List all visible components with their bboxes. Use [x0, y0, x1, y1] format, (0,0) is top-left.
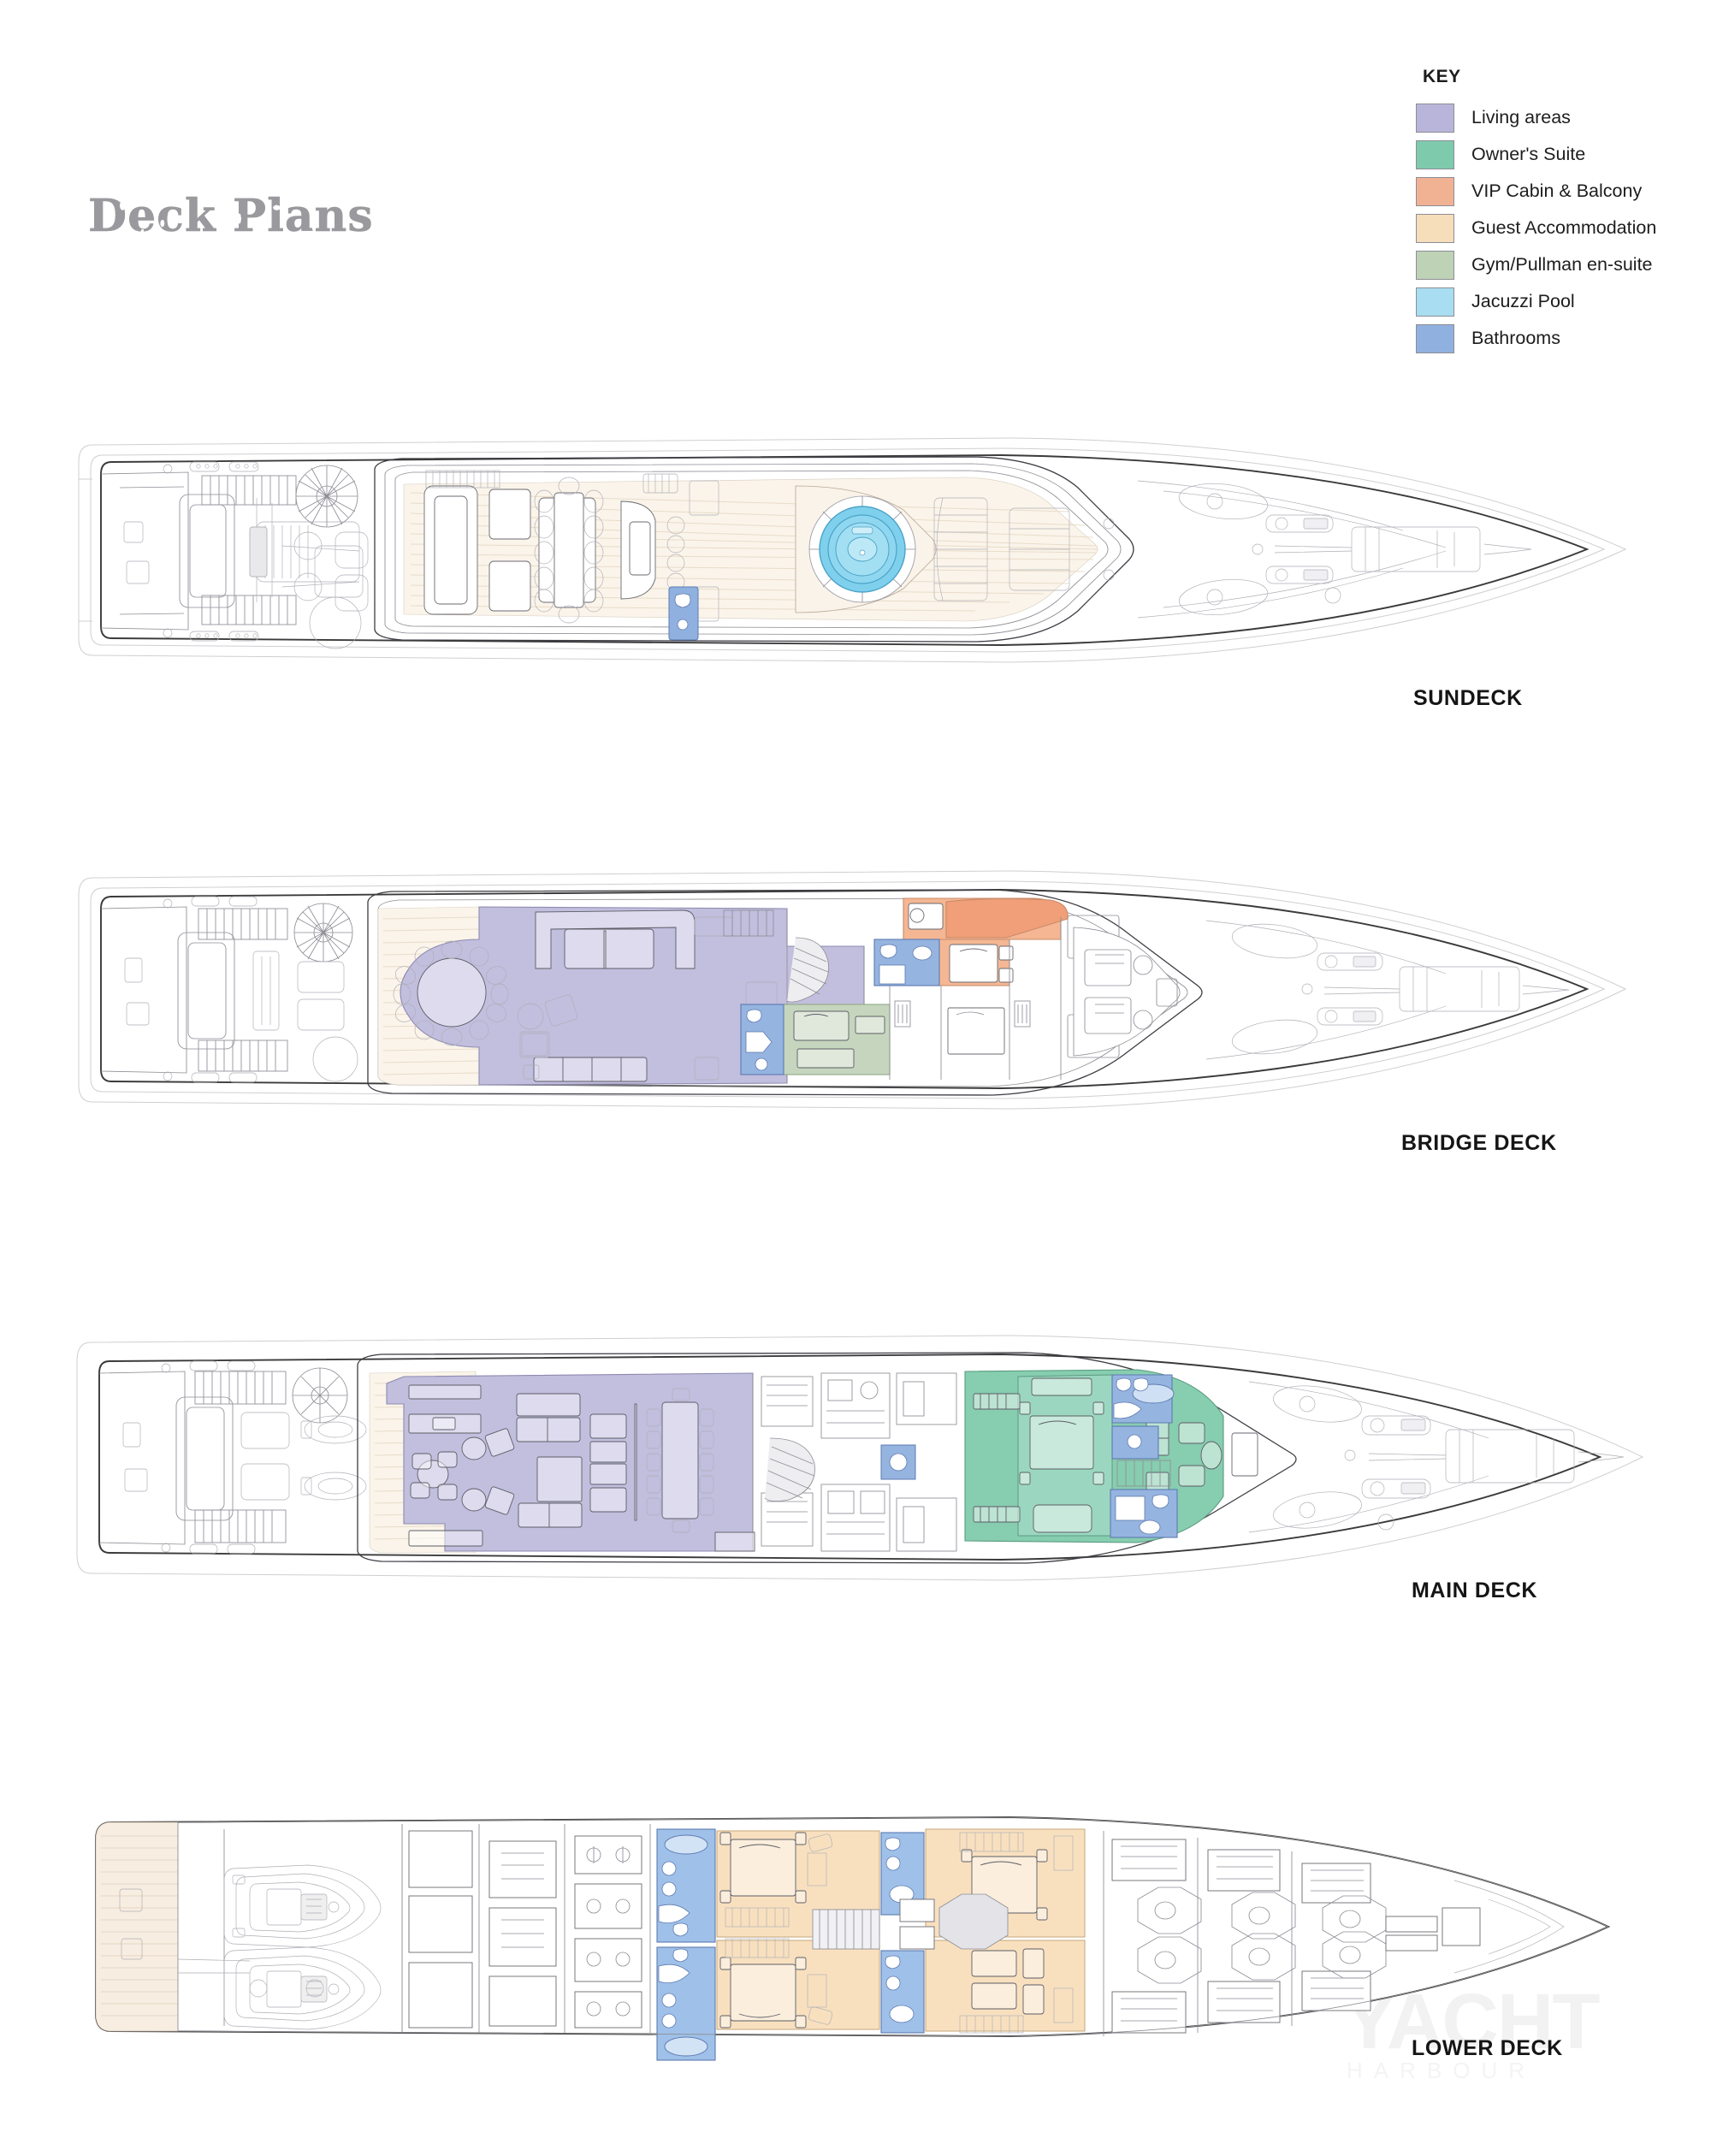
- deck-sundeck: SUNDECK: [0, 419, 1711, 710]
- key-row-owners-suite: Owner's Suite: [1416, 136, 1698, 173]
- deck-bridge: BRIDGE DECK: [0, 856, 1711, 1155]
- key-heading: KEY: [1423, 67, 1461, 86]
- key-label-jacuzzi-pool: Jacuzzi Pool: [1471, 291, 1575, 311]
- jacuzzi-pool: [819, 506, 906, 593]
- key-label-gym-pullman-ensuite: Gym/Pullman en-suite: [1471, 254, 1653, 275]
- bridge-bathroom-2: [740, 1004, 784, 1075]
- owners-bathroom-his: [1111, 1374, 1175, 1424]
- page-title-text: Deck Plans: [88, 190, 374, 243]
- deck-label-bridge: BRIDGE DECK: [1401, 1131, 1557, 1155]
- vip-bathroom: [873, 939, 940, 986]
- deck-label-lower: LOWER DECK: [1412, 2036, 1563, 2060]
- watermark-sub: HARBOUR: [1347, 2057, 1536, 2083]
- key-swatch-gym-pullman-ensuite: [1416, 250, 1454, 280]
- key-row-guest-accommodation: Guest Accommodation: [1416, 210, 1698, 246]
- key-label-vip-cabin-balcony: VIP Cabin & Balcony: [1471, 181, 1643, 201]
- key-swatch-owners-suite: [1416, 139, 1454, 169]
- key-label-guest-accommodation: Guest Accommodation: [1471, 217, 1657, 238]
- page-title: Deck Plans: [88, 190, 374, 242]
- key-swatch-bathrooms: [1416, 323, 1454, 353]
- key-swatch-living-areas: [1416, 103, 1454, 133]
- key-swatch-guest-accommodation: [1416, 213, 1454, 243]
- owners-bathroom-hers: [1111, 1425, 1159, 1460]
- deck-label-main: MAIN DECK: [1412, 1578, 1538, 1602]
- deck-main: MAIN DECK: [0, 1322, 1711, 1613]
- key-row-gym-pullman-ensuite: Gym/Pullman en-suite: [1416, 246, 1698, 283]
- key-row-bathrooms: Bathrooms: [1416, 320, 1698, 357]
- guest-bathroom-4: [880, 1950, 925, 2034]
- key-label-bathrooms: Bathrooms: [1471, 328, 1560, 348]
- main-deck-bathroom-small: [880, 1444, 916, 1480]
- key-swatch-vip-cabin-balcony: [1416, 176, 1454, 206]
- deck-lower: LOWER DECK: [0, 1780, 1711, 2088]
- key-row-living-areas: Living areas: [1416, 99, 1698, 136]
- sundeck-bathroom: [668, 586, 699, 641]
- deck-label-sundeck: SUNDECK: [1413, 686, 1523, 710]
- key-label-owners-suite: Owner's Suite: [1471, 144, 1586, 164]
- owners-bathroom-aft: [1110, 1489, 1178, 1538]
- guest-bathroom-2: [656, 1946, 716, 2061]
- guest-accommodation: [716, 1828, 1086, 2032]
- key-row-jacuzzi-pool: Jacuzzi Pool: [1416, 283, 1698, 320]
- key-label-living-areas: Living areas: [1471, 107, 1571, 127]
- guest-bathroom-1: [656, 1828, 716, 1943]
- key-swatch-jacuzzi-pool: [1416, 287, 1454, 317]
- key-row-vip-cabin-balcony: VIP Cabin & Balcony: [1416, 173, 1698, 210]
